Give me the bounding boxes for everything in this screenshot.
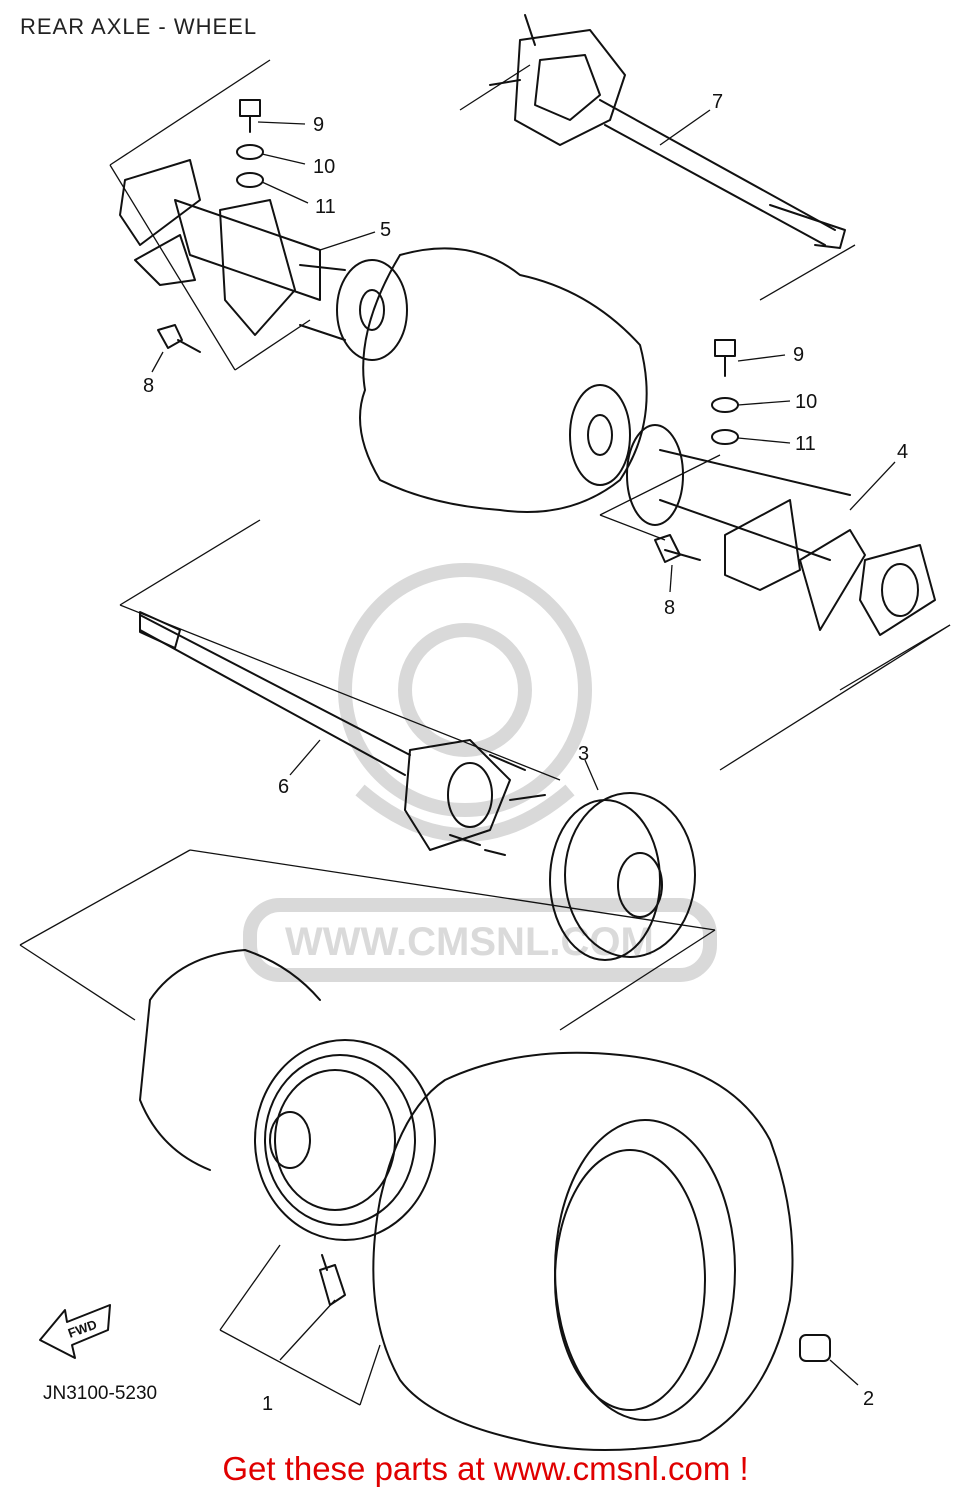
- callout-3: 3: [578, 743, 589, 765]
- callout-10-left: 10: [313, 156, 335, 178]
- callout-10-right: 10: [795, 391, 817, 413]
- bolt-8-right: [654, 534, 701, 563]
- watermark-text: WWW.CMSNL.COM: [285, 920, 654, 964]
- lower-right-frame: [119, 454, 951, 781]
- callout-11-left: 11: [315, 196, 336, 218]
- callout-9-left: 9: [313, 114, 324, 136]
- middle-frame: [19, 849, 716, 1031]
- callout-8-left: 8: [143, 375, 154, 397]
- callout-2: 2: [863, 1388, 874, 1410]
- bolt-8-left: [157, 324, 201, 353]
- callout-1: 1: [262, 1393, 273, 1415]
- bolt-washer-set-right: [711, 339, 739, 445]
- axle-housing-right: [626, 424, 936, 636]
- callout-5: 5: [380, 219, 391, 241]
- leader-lines: [151, 109, 896, 1386]
- axle-shaft-lower: [139, 611, 546, 856]
- callout-6: 6: [278, 776, 289, 798]
- fwd-arrow-icon: FWD: [39, 1304, 111, 1359]
- wheel-rim: [139, 949, 436, 1241]
- callout-labels: 1 2 3 4 5 6 7 8 8 9 9 10 10 11 11: [143, 91, 908, 1415]
- watermark-logo: WWW.CMSNL.COM: [243, 563, 717, 982]
- wheel-nut: [799, 1334, 831, 1362]
- cta-link-text[interactable]: Get these parts at www.cmsnl.com !: [222, 1450, 749, 1487]
- callout-7: 7: [712, 91, 723, 113]
- callout-8-right: 8: [664, 597, 675, 619]
- brake-drum: [549, 792, 696, 961]
- differential-body: [359, 247, 648, 513]
- axle-shaft-upper: [489, 14, 846, 249]
- drawing-code: JN3100-5230: [43, 1383, 158, 1404]
- bolt-washer-set-left: [236, 99, 264, 188]
- axle-housing-left: [119, 159, 408, 361]
- callout-9-right: 9: [793, 344, 804, 366]
- diagram-title: REAR AXLE - WHEEL: [20, 14, 258, 39]
- lower-frame: [219, 1244, 381, 1406]
- callout-11-right: 11: [795, 433, 816, 455]
- tire: [372, 1051, 794, 1451]
- callout-4: 4: [897, 441, 908, 463]
- upper-frame: [109, 59, 856, 371]
- tire-valve: [319, 1254, 346, 1306]
